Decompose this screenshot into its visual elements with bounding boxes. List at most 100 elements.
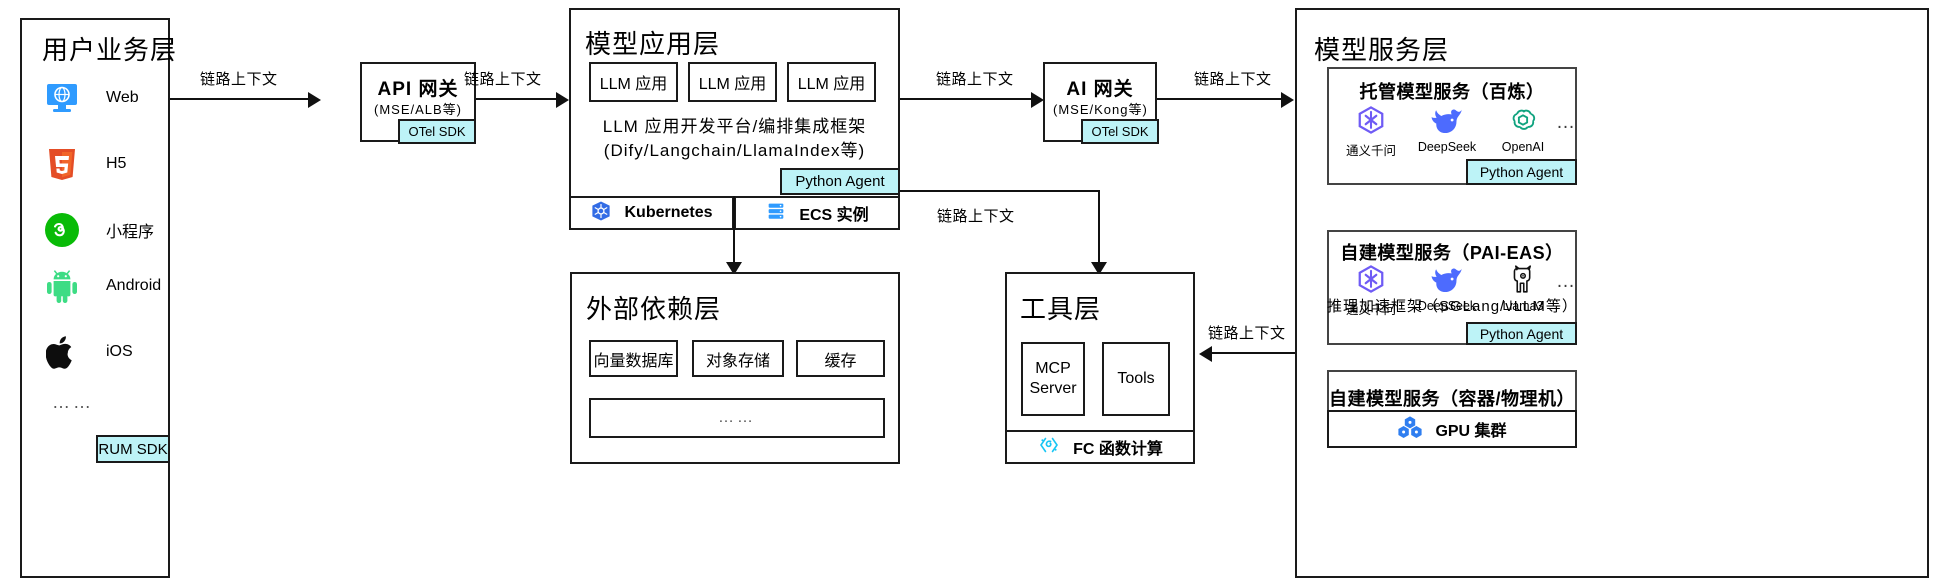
external-item-more: …… — [589, 398, 885, 438]
kubernetes-icon — [590, 200, 612, 227]
arrowhead-agent-to-tool — [1091, 262, 1107, 275]
rum-sdk-badge: RUM SDK — [96, 435, 170, 463]
paieas-python-agent-badge: Python Agent — [1466, 322, 1577, 345]
runtime-kubernetes: Kubernetes — [569, 196, 734, 230]
connector-app-to-external-vertical — [733, 196, 735, 278]
client-row-h5: H5 — [44, 146, 126, 182]
html5-icon — [44, 146, 80, 182]
llm-platform-line2: (Dify/Langchain/LlamaIndex等) — [603, 141, 866, 160]
qwen-icon — [1334, 103, 1408, 137]
ai-gateway-otel-sdk-badge: OTel SDK — [1081, 119, 1159, 144]
paieas-model-deepseek: DeepSeek — [1410, 262, 1484, 313]
container-model-service-title: 自建模型服务（容器/物理机） — [1329, 389, 1575, 409]
context-label-user-to-api: 链路上下文 — [200, 71, 278, 88]
connector-app-to-ai — [900, 98, 1035, 100]
paieas-model-service-title: 自建模型服务（PAI-EAS） — [1340, 243, 1564, 263]
user-business-layer-box — [20, 18, 170, 578]
context-label-ai-to-service: 链路上下文 — [1194, 71, 1272, 88]
paieas-model-deepseek-label: DeepSeek — [1417, 299, 1477, 313]
android-icon — [44, 268, 80, 304]
arrowhead-app-to-external — [726, 262, 742, 275]
qwen-icon — [1334, 262, 1408, 296]
paieas-model-llama3-label: Llama3 — [1502, 299, 1544, 313]
runtime-label-ecs: ECS 实例 — [799, 207, 869, 224]
server-icon — [765, 200, 787, 227]
llama-icon — [1486, 262, 1560, 296]
paieas-model-qwen-label: 通义千问 — [1345, 303, 1396, 317]
miniprogram-icon — [44, 212, 80, 248]
gpu-cluster-icon — [1397, 415, 1423, 444]
context-label-agent-to-tool: 链路上下文 — [937, 208, 1015, 225]
monitor-web-icon — [44, 80, 80, 116]
llm-app-box-1: LLM 应用 — [589, 62, 678, 102]
tool-item-mcp-server: MCP Server — [1021, 342, 1085, 416]
external-item-vector-db: 向量数据库 — [589, 340, 678, 377]
client-label-android: Android — [106, 277, 162, 294]
arrowhead-api-to-app — [556, 92, 569, 108]
connector-user-to-api — [170, 98, 310, 100]
app-layer-python-agent-badge: Python Agent — [780, 168, 900, 195]
deepseek-icon — [1410, 262, 1484, 296]
llm-platform-line1: LLM 应用开发平台/编排集成框架 — [602, 117, 867, 136]
context-label-api-to-app: 链路上下文 — [464, 71, 542, 88]
llm-app-box-3: LLM 应用 — [787, 62, 876, 102]
api-gateway-title: API 网关 — [377, 79, 459, 100]
tool-item-tools: Tools — [1102, 342, 1170, 416]
paieas-model-qwen: 通义千问 — [1334, 262, 1408, 318]
connector-ai-to-service — [1157, 98, 1285, 100]
gpu-cluster-label: GPU 集群 — [1435, 423, 1507, 440]
apple-icon — [44, 334, 80, 370]
model-application-layer-title: 模型应用层 — [585, 29, 721, 59]
tool-layer-title: 工具层 — [1020, 294, 1102, 324]
tool-layer-footer-fc: FC 函数计算 — [1005, 430, 1195, 464]
hosted-model-more-dots: … — [1556, 112, 1577, 133]
client-row-android: Android — [44, 268, 161, 304]
client-label-ios: iOS — [106, 343, 133, 360]
ai-gateway-subtitle: (MSE/Kong等) — [1053, 102, 1148, 117]
fc-function-compute-icon — [1037, 433, 1061, 462]
api-gateway-otel-sdk-badge: OTel SDK — [398, 119, 476, 144]
context-label-service-to-tool: 链路上下文 — [1208, 325, 1286, 342]
client-row-web: Web — [44, 80, 139, 116]
connector-agent-to-tool-horizontal — [900, 190, 1100, 192]
context-label-app-to-ai: 链路上下文 — [936, 71, 1014, 88]
connector-api-to-app — [476, 98, 559, 100]
external-item-object-storage: 对象存储 — [692, 340, 784, 377]
openai-icon — [1486, 103, 1560, 137]
user-business-layer-title: 用户业务层 — [42, 35, 178, 65]
client-label-web: Web — [106, 89, 139, 106]
hosted-model-openai-label: OpenAI — [1501, 140, 1545, 154]
client-row-miniprogram: 小程序 — [44, 212, 154, 248]
client-label-h5: H5 — [106, 155, 127, 172]
api-gateway-subtitle: (MSE/ALB等) — [373, 102, 462, 117]
llm-app-box-2: LLM 应用 — [688, 62, 777, 102]
hosted-model-deepseek-label: DeepSeek — [1417, 140, 1477, 154]
paieas-inference-framework-label: 推理加速框架（SGLang/vLLM等） — [1327, 298, 1578, 315]
client-label-miniprogram: 小程序 — [106, 224, 155, 241]
user-layer-more-dots: …… — [52, 392, 94, 412]
hosted-model-qwen: 通义千问 — [1334, 103, 1408, 159]
hosted-model-qwen-label: 通义千问 — [1345, 144, 1396, 158]
connector-agent-to-tool-vertical — [1098, 190, 1100, 278]
hosted-model-service-title: 托管模型服务（百炼） — [1359, 82, 1545, 102]
arrowhead-ai-to-service — [1281, 92, 1294, 108]
model-service-layer-title: 模型服务层 — [1314, 35, 1450, 65]
arrowhead-service-to-tool — [1199, 346, 1212, 362]
deepseek-icon — [1410, 103, 1484, 137]
arrowhead-app-to-ai — [1031, 92, 1044, 108]
tool-layer-footer-label: FC 函数计算 — [1073, 441, 1163, 458]
ai-gateway-title: AI 网关 — [1066, 79, 1134, 100]
paieas-model-more-dots: … — [1556, 271, 1577, 292]
client-row-ios: iOS — [44, 334, 133, 370]
hosted-model-python-agent-badge: Python Agent — [1466, 159, 1577, 185]
tool-item-mcp-server-label: MCP Server — [1029, 360, 1077, 397]
external-item-cache: 缓存 — [796, 340, 885, 377]
runtime-label-kubernetes: Kubernetes — [624, 204, 713, 221]
paieas-model-llama3: Llama3 — [1486, 262, 1560, 313]
runtime-ecs: ECS 实例 — [734, 196, 900, 230]
arrowhead-user-to-api — [308, 92, 321, 108]
hosted-model-deepseek: DeepSeek — [1410, 103, 1484, 154]
gpu-cluster-row: GPU 集群 — [1327, 410, 1577, 448]
hosted-model-openai: OpenAI — [1486, 103, 1560, 154]
